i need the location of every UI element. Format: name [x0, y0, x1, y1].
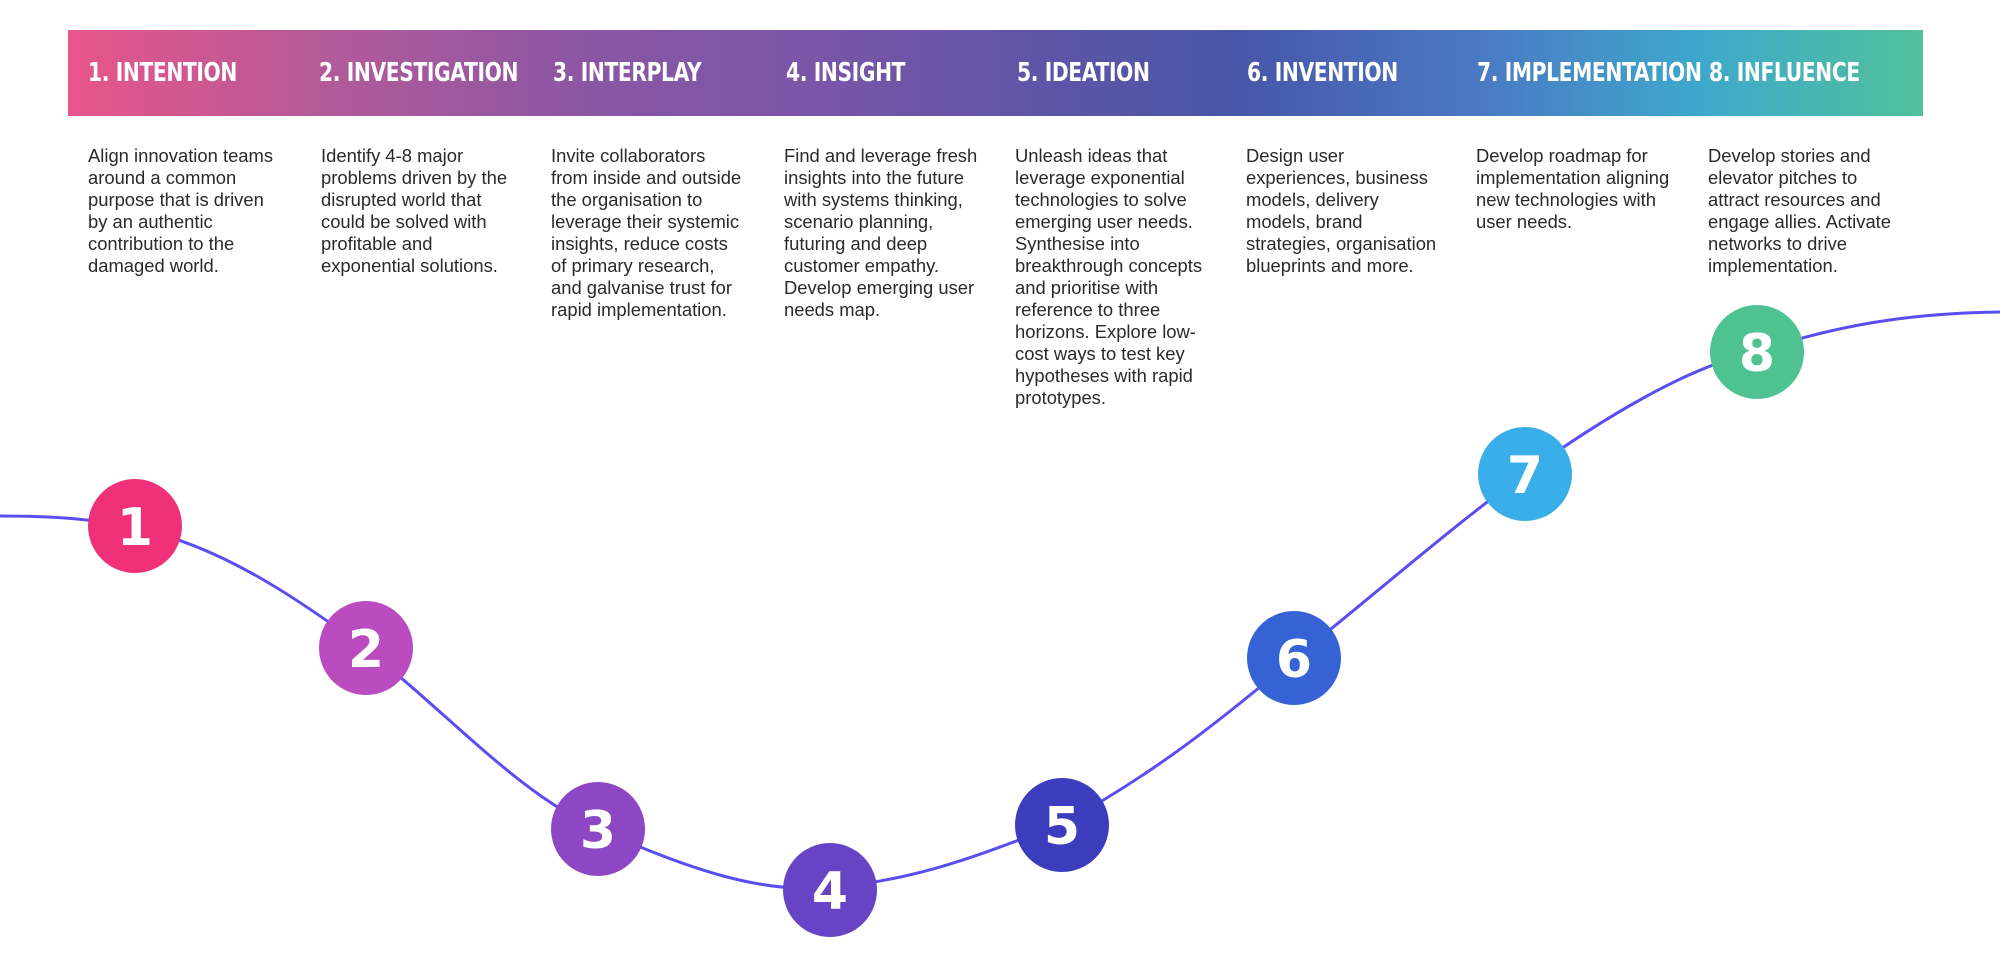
node-4-circle [783, 843, 877, 937]
step-node-6: 6 [1247, 611, 1341, 705]
step-6-title: 6. INVENTION [1247, 58, 1398, 88]
step-5-description: Unleash ideas that leverage exponential … [1015, 145, 1203, 408]
step-8-title: 8. INFLUENCE [1709, 58, 1860, 88]
step-4-title: 4. INSIGHT [786, 58, 906, 88]
journey-curve [0, 310, 2000, 891]
steps-banner [68, 30, 1923, 116]
step-node-5: 5 [1015, 778, 1109, 872]
step-1-title: 1. INTENTION [88, 58, 237, 88]
step-7-description: Develop roadmap for implementation align… [1476, 145, 1670, 232]
step-3-description: Invite collaborators from inside and out… [551, 145, 742, 320]
step-5-title: 5. IDEATION [1017, 58, 1150, 88]
node-1-number: 1 [117, 498, 153, 558]
step-node-3: 3 [551, 782, 645, 876]
step-3-title: 3. INTERPLAY [553, 58, 702, 88]
step-7-title: 7. IMPLEMENTATION [1477, 58, 1702, 88]
step-node-7: 7 [1478, 427, 1572, 521]
step-node-4: 4 [783, 843, 877, 937]
node-1-circle [88, 479, 182, 573]
node-5-circle [1015, 778, 1109, 872]
step-1-description: Align innovation teams around a common p… [88, 145, 274, 276]
node-4-number: 4 [812, 862, 848, 922]
step-node-8: 8 [1710, 305, 1804, 399]
node-6-circle [1247, 611, 1341, 705]
node-8-circle [1710, 305, 1804, 399]
node-7-number: 7 [1507, 446, 1543, 506]
step-4-description: Find and leverage fresh insights into th… [784, 145, 978, 320]
node-7-circle [1478, 427, 1572, 521]
step-2-description: Identify 4-8 major problems driven by th… [321, 145, 508, 276]
step-node-2: 2 [319, 601, 413, 695]
node-2-number: 2 [348, 620, 384, 680]
node-3-number: 3 [580, 801, 616, 861]
step-8-description: Develop stories and elevator pitches to … [1708, 145, 1892, 276]
step-2-title: 2. INVESTIGATION [319, 58, 519, 88]
node-6-number: 6 [1276, 630, 1312, 690]
step-node-1: 1 [88, 479, 182, 573]
node-8-number: 8 [1739, 324, 1775, 384]
node-5-number: 5 [1044, 797, 1080, 857]
node-3-circle [551, 782, 645, 876]
step-6-description: Design user experiences, business models… [1246, 145, 1437, 276]
node-2-circle [319, 601, 413, 695]
